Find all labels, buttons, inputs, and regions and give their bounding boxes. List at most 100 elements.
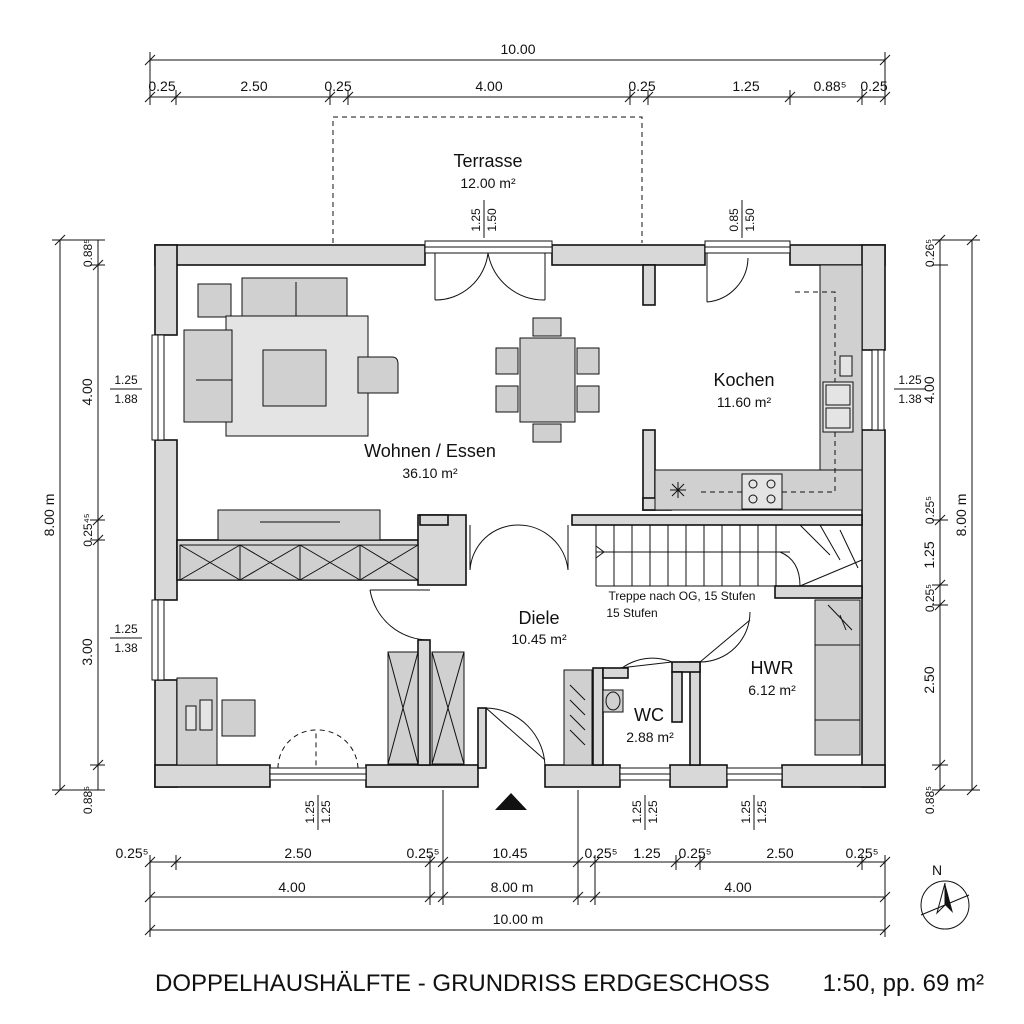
opening-labels: 1.25 1.50 0.85 1.50 1.25 1.88 1.25 1.38 … — [110, 200, 926, 830]
top-dim-3: 0.25 — [324, 78, 351, 94]
bottom-dimension-lines: 0.25⁵ 2.50 0.25⁵ 10.45 0.25⁵ 1.25 0.25⁵ … — [115, 790, 891, 937]
door-swings — [277, 252, 751, 769]
room-name-terrasse: Terrasse — [453, 151, 522, 171]
bottom-dim-2: 2.50 — [284, 845, 311, 861]
north-label: N — [932, 862, 942, 878]
top-dim-8: 0.25 — [860, 78, 887, 94]
right-dim-4: 1.25 — [921, 541, 937, 568]
stair-tread — [839, 529, 859, 569]
room-name-wc: WC — [634, 705, 664, 725]
bottom-dim-7: 0.25⁵ — [678, 845, 711, 861]
drawing-title: DOPPELHAUSHÄLFTE - GRUNDRISS ERDGESCHOSS — [155, 970, 770, 997]
top-dim-2: 2.50 — [240, 78, 267, 94]
tv-sideboard — [217, 509, 381, 541]
opening-left-lower-height: 1.38 — [114, 641, 138, 655]
opening-bottom-office-height: 1.25 — [319, 800, 333, 824]
room-name-diele: Diele — [518, 608, 559, 628]
bottom-dim-8: 2.50 — [766, 845, 793, 861]
room-area-kochen: 11.60 m² — [717, 394, 772, 410]
stair-steps: 15 Stufen — [606, 606, 657, 620]
terrace — [332, 116, 643, 243]
top-dim-6: 1.25 — [732, 78, 759, 94]
stair-tread — [799, 559, 863, 587]
office-nook — [176, 677, 256, 766]
bottom-dim-4: 10.45 — [492, 845, 527, 861]
stair-label: Treppe nach OG, 15 Stufen — [609, 589, 756, 603]
top-dim-4: 4.00 — [475, 78, 502, 94]
left-dim-1: 0.88⁵ — [81, 239, 95, 267]
room-area-wc: 2.88 m² — [626, 729, 674, 745]
opening-bottom-wc-height: 1.25 — [646, 800, 660, 824]
drawing-scale: 1:50, pp. 69 m² — [823, 970, 984, 997]
opening-top-right-width: 0.85 — [727, 208, 741, 232]
left-dim-5: 0.88⁵ — [81, 786, 95, 814]
dryer — [814, 644, 861, 756]
opening-bottom-hwr-width: 1.25 — [739, 800, 753, 824]
bottom-dim-6: 1.25 — [633, 845, 660, 861]
top-dimension-lines: 10.00 0.25 2.50 0.25 4.00 0.25 1.25 0.88… — [144, 41, 891, 105]
entrance-arrow-icon — [495, 793, 527, 810]
bottom-total-dim: 10.00 m — [493, 911, 544, 927]
opening-bottom-hwr-height: 1.25 — [755, 800, 769, 824]
coffee-table — [262, 349, 327, 407]
left-total-dim: 8.00 m — [41, 494, 57, 537]
north-arrow: N — [920, 862, 970, 930]
kitchen — [654, 264, 863, 511]
opening-top-left-height: 1.50 — [485, 208, 499, 232]
staircase — [595, 524, 863, 587]
right-dim-2: 4.00 — [921, 376, 937, 403]
opening-bottom-wc-width: 1.25 — [630, 800, 644, 824]
bottom-dim-3: 0.25⁵ — [406, 845, 439, 861]
room-labels: Terrasse 12.00 m² Wohnen / Essen 36.10 m… — [364, 151, 796, 745]
room-area-wohnen: 36.10 m² — [402, 465, 458, 481]
armchair — [183, 329, 233, 423]
room-area-hwr: 6.12 m² — [748, 682, 796, 698]
bottom-dim-1: 0.25⁵ — [115, 845, 148, 861]
top-total-dim: 10.00 — [500, 41, 535, 57]
wc-fixtures — [563, 669, 624, 766]
top-dim-5: 0.25 — [628, 78, 655, 94]
room-name-kochen: Kochen — [713, 370, 774, 390]
opening-top-left-width: 1.25 — [469, 208, 483, 232]
living-furniture — [183, 277, 600, 541]
stair-tread — [819, 524, 841, 561]
bottom-dim-9: 0.25⁵ — [845, 845, 878, 861]
bottom-row2-dim-3: 4.00 — [724, 879, 751, 895]
office-chair — [221, 699, 256, 737]
room-name-wohnen: Wohnen / Essen — [364, 441, 496, 461]
opening-left-upper-width: 1.25 — [114, 373, 138, 387]
lounge-chair-icon — [357, 356, 399, 394]
left-dimension-lines: 8.00 m 0.88⁵ 4.00 0.25⁴⁵ 3.00 0.88⁵ — [41, 234, 105, 814]
coat-rack — [563, 669, 593, 766]
right-dim-3: 0.25⁵ — [923, 496, 937, 524]
windows — [151, 240, 885, 781]
right-total-dim: 8.00 m — [953, 494, 969, 537]
left-dim-2: 4.00 — [79, 378, 95, 405]
utility-room — [814, 599, 861, 756]
stair-tread — [799, 524, 831, 556]
right-dim-5: 0.25⁵ — [923, 584, 937, 612]
opening-right-upper-width: 1.25 — [898, 373, 922, 387]
opening-right-upper-height: 1.38 — [898, 392, 922, 406]
right-dim-6: 2.50 — [921, 666, 937, 693]
bottom-row2-dim-1: 4.00 — [278, 879, 305, 895]
opening-bottom-office-width: 1.25 — [303, 800, 317, 824]
room-area-diele: 10.45 m² — [511, 631, 567, 647]
right-dimension-lines: 8.00 m 0.26⁵ 4.00 0.25⁵ 1.25 0.25⁵ 2.50 … — [921, 234, 980, 814]
left-dim-4: 3.00 — [79, 638, 95, 665]
room-name-hwr: HWR — [751, 658, 794, 678]
right-dim-1: 0.26⁵ — [923, 239, 937, 267]
stove — [741, 473, 783, 510]
bottom-dim-5: 0.25⁵ — [584, 845, 617, 861]
top-dim-1: 0.25 — [148, 78, 175, 94]
opening-top-right-height: 1.50 — [743, 208, 757, 232]
top-dim-7: 0.88⁵ — [813, 78, 846, 94]
right-dim-7: 0.88⁵ — [923, 786, 937, 814]
appliance-icon — [670, 482, 686, 498]
bottom-row2-dim-2: 8.00 m — [491, 879, 534, 895]
left-dim-3: 0.25⁴⁵ — [81, 513, 95, 547]
storage-cabinets — [179, 544, 465, 765]
room-area-terrasse: 12.00 m² — [460, 175, 516, 191]
dining-table — [519, 337, 576, 423]
